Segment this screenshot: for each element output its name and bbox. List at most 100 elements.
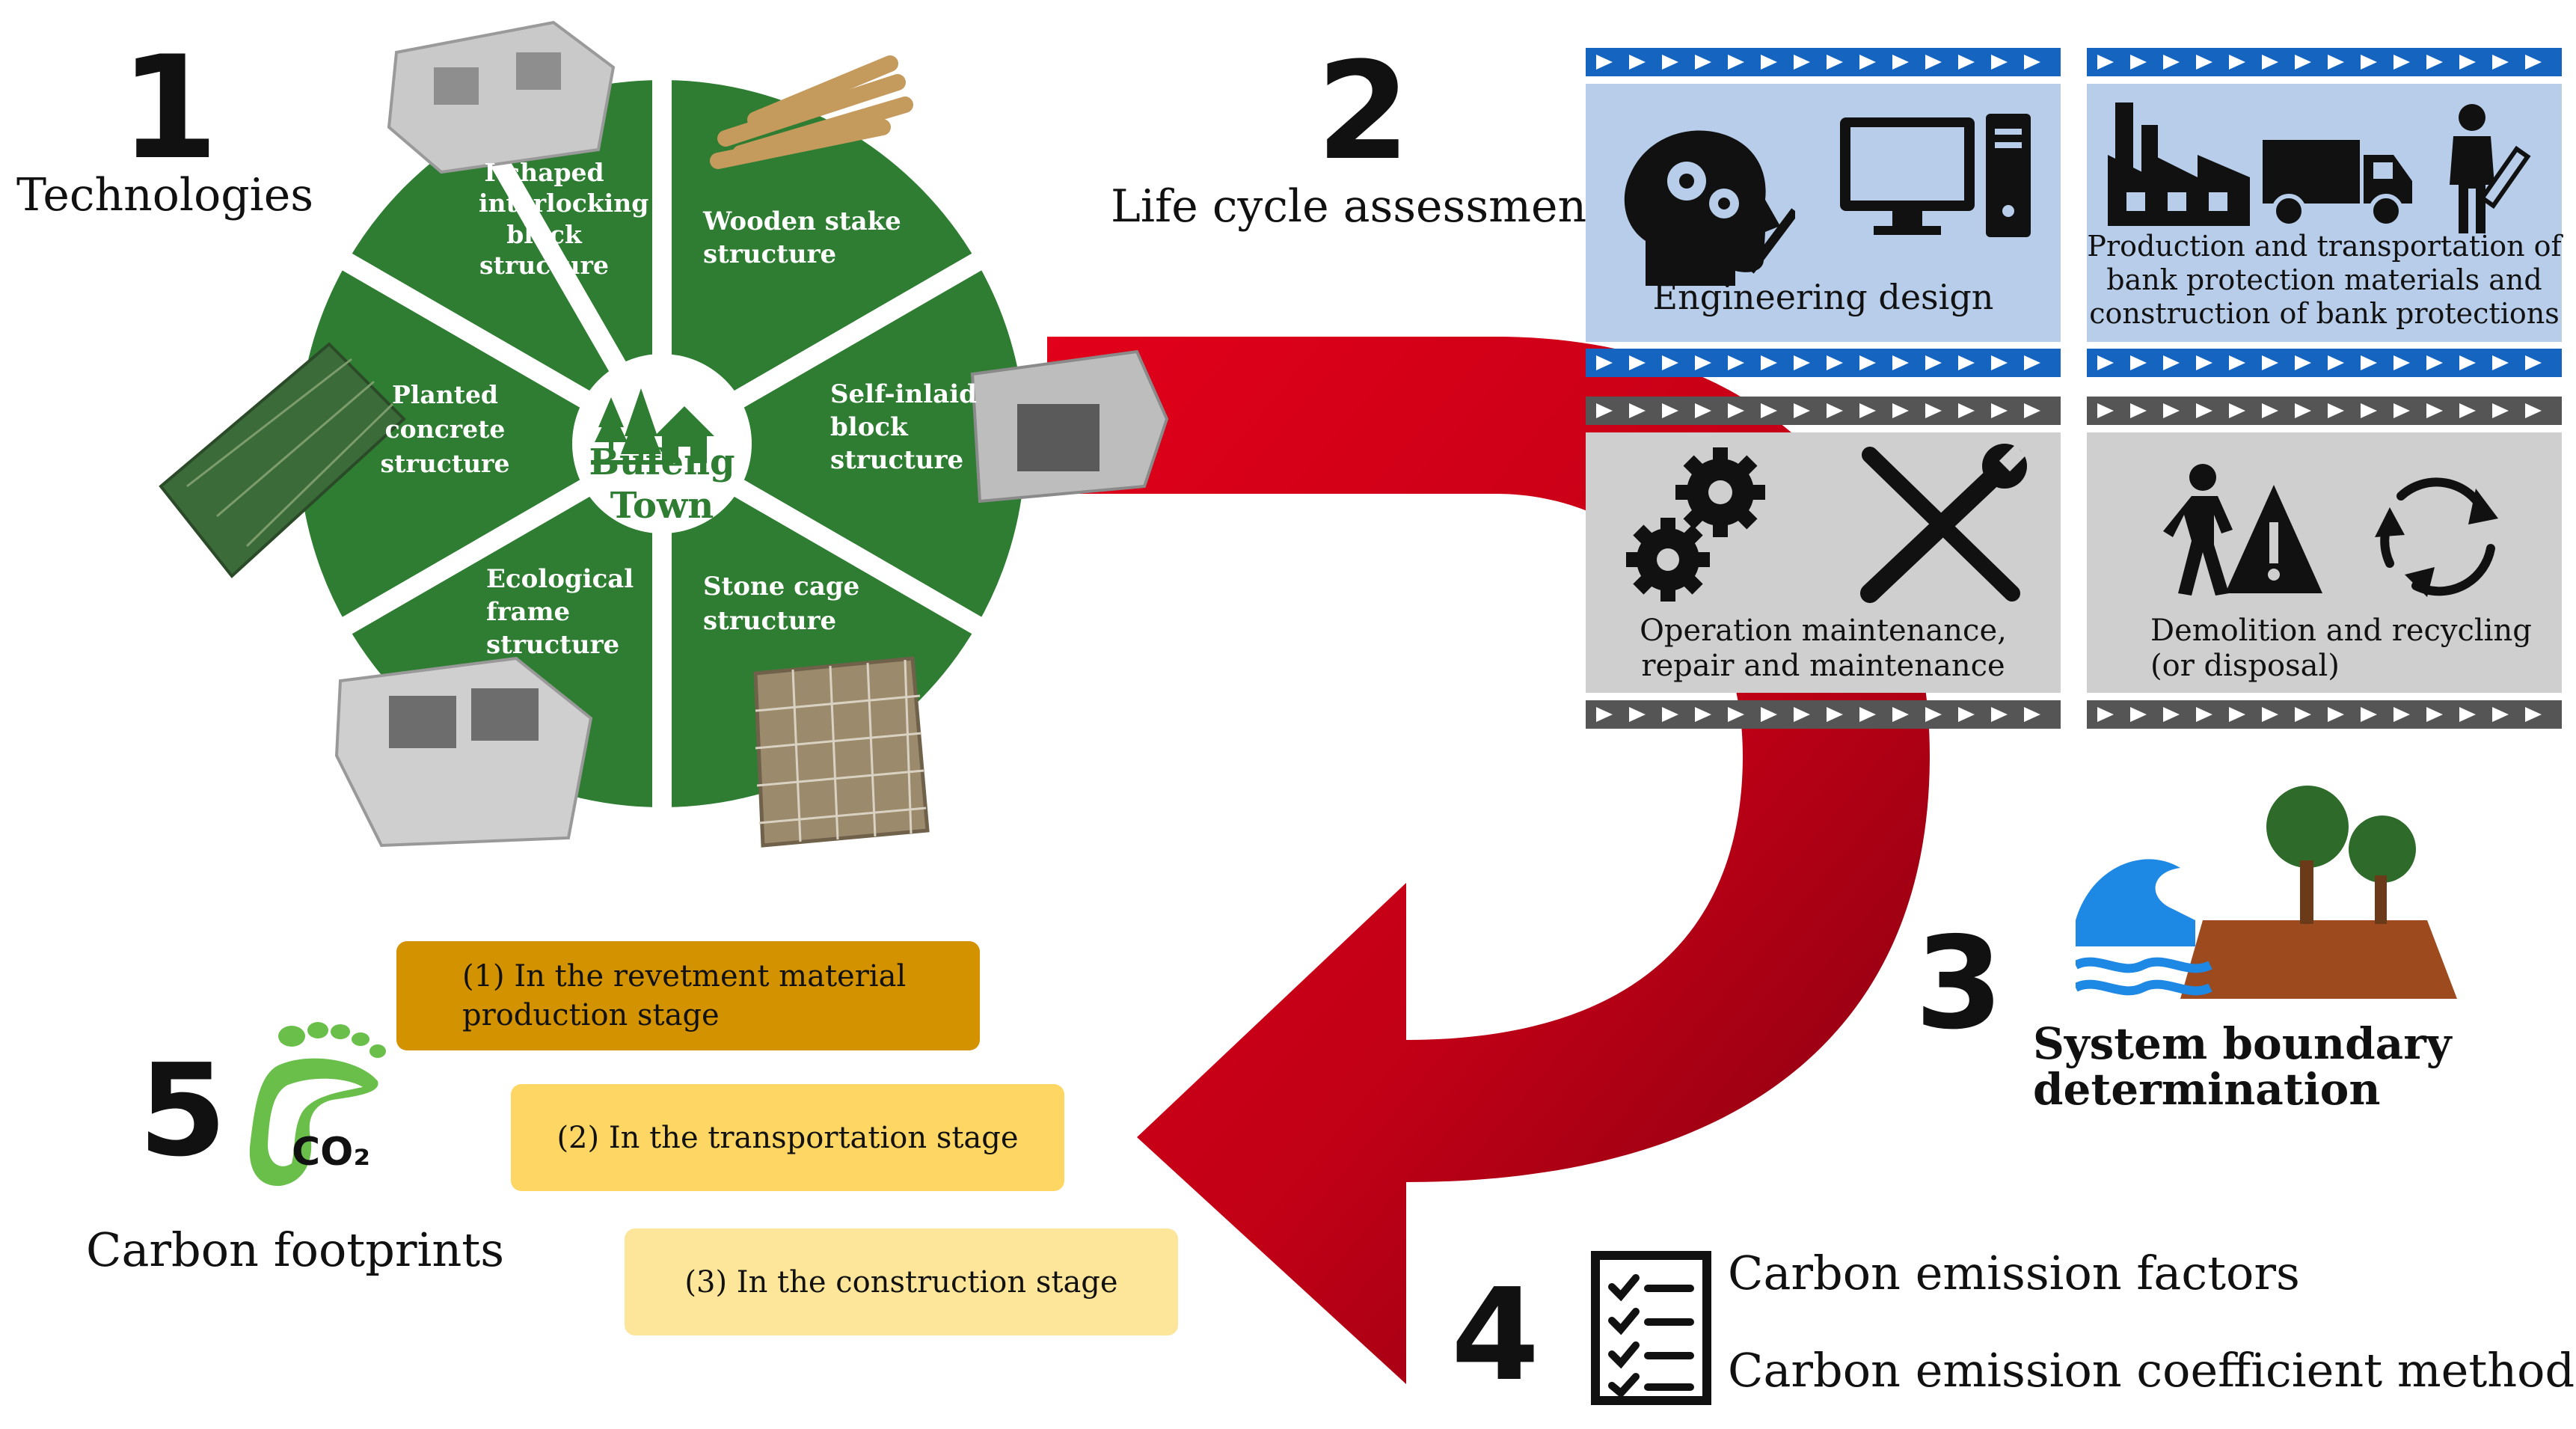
stripe-arrow-mark — [2328, 403, 2344, 418]
segment-label-line: interlocking — [479, 189, 649, 218]
stripe-mid-blue-left — [1586, 349, 2061, 377]
stripe-arrow-mark — [2393, 55, 2410, 70]
stripe-arrow-mark — [2229, 55, 2245, 70]
engineering-design-label: Engineering design — [1652, 277, 1994, 317]
stripe-arrow-mark — [1794, 55, 1810, 70]
recycle-icon — [2375, 477, 2498, 597]
stripe-arrow-mark — [2361, 403, 2377, 418]
stripe-arrow-mark — [1629, 355, 1646, 370]
stripe-arrow-mark — [2459, 403, 2476, 418]
stripe-arrow-mark — [2097, 707, 2114, 722]
stripe-arrow-mark — [1629, 403, 1646, 418]
gears-icon — [1626, 447, 1765, 602]
photo-i-shaped-block — [387, 20, 616, 174]
footprints-title: Carbon footprints — [86, 1223, 505, 1277]
stripe-arrow-mark — [1596, 403, 1613, 418]
stripe-arrow-mark — [2196, 707, 2212, 722]
segment-label-planted-concrete: Planted concrete structure — [378, 378, 512, 482]
stripe-arrow-mark — [1958, 355, 1975, 370]
stripe-arrow-mark — [1892, 403, 1909, 418]
stripe-arrow-mark — [1761, 707, 1777, 722]
stripe-arrow-mark — [1662, 55, 1678, 70]
stripe-arrow-mark — [2097, 55, 2114, 70]
stripe-arrow-mark — [2024, 355, 2040, 370]
emission-method-label: Carbon emission coefficient method — [1728, 1343, 2575, 1398]
stripe-arrow-mark — [1925, 707, 1942, 722]
stripe-arrow-mark — [2426, 355, 2443, 370]
stripe-arrow-mark — [2328, 707, 2344, 722]
segment-label-self-inlaid: Self-inlaid block structure — [830, 378, 980, 477]
stripe-arrow-mark — [2295, 707, 2311, 722]
stripe-arrow-mark — [2097, 403, 2114, 418]
truck-icon — [2263, 140, 2412, 228]
stripe-arrow-mark — [1728, 55, 1744, 70]
stripe-arrow-mark — [1991, 707, 2008, 722]
stripe-arrow-mark — [2393, 403, 2410, 418]
stripe-arrow-mark — [2426, 403, 2443, 418]
panel-production-transport: Production and transportation of bank pr… — [2087, 84, 2562, 342]
stripe-arrow-mark — [1662, 355, 1678, 370]
demolition-label: Demolition and recycling (or disposal) — [2087, 613, 2562, 684]
segment-label-line: structure — [380, 449, 510, 479]
stripe-arrow-mark — [1991, 55, 2008, 70]
panel-engineering-design: Engineering design — [1586, 84, 2061, 342]
operation-label-line: Operation maintenance, — [1640, 613, 2007, 648]
stage-box-construction: (3) In the construction stage — [625, 1228, 1178, 1335]
stripe-arrow-mark — [1958, 55, 1975, 70]
stripe-top-left — [1586, 48, 2061, 76]
stripe-arrow-mark — [2130, 403, 2147, 418]
segment-label-stone-cage: Stone cage structure — [703, 570, 883, 639]
stripe-arrow-mark — [1827, 707, 1843, 722]
stripe-arrow-mark — [2492, 55, 2509, 70]
stripe-arrow-mark — [2196, 403, 2212, 418]
stripe-arrow-mark — [1695, 707, 1711, 722]
segment-label-line: concrete — [384, 414, 506, 444]
stripe-arrow-mark — [1859, 707, 1876, 722]
segment-label-line: Wooden stake — [703, 206, 901, 236]
stripe-arrow-mark — [1827, 55, 1843, 70]
boundary-title-line: System boundary — [2033, 1018, 2452, 1069]
stripe-arrow-mark — [1958, 707, 1975, 722]
lca-title: Life cycle assessment — [1111, 180, 1605, 233]
stage-production-text: (1) In the revetment material production… — [462, 957, 906, 1035]
segment-label-line: structure — [486, 630, 620, 661]
segment-label-line: structure — [703, 605, 837, 636]
stripe-arrow-mark — [2459, 55, 2476, 70]
stripe-arrow-mark — [2361, 55, 2377, 70]
stripe-arrow-mark — [1728, 355, 1744, 370]
photo-self-inlaid-block — [970, 349, 1169, 504]
system-boundary-icon — [2076, 786, 2457, 999]
stripe-arrow-mark — [2229, 403, 2245, 418]
photo-wooden-stakes — [710, 55, 913, 169]
boundary-title-line: determination — [2033, 1063, 2381, 1115]
stripe-arrow-mark — [2196, 55, 2212, 70]
stripe-arrow-mark — [1794, 707, 1810, 722]
stripe-arrow-mark — [2163, 55, 2180, 70]
stripe-arrow-mark — [2229, 355, 2245, 370]
stripe-arrow-mark — [1991, 403, 2008, 418]
stripe-arrow-mark — [1794, 403, 1810, 418]
stripe-arrow-mark — [2492, 707, 2509, 722]
stripe-arrow-mark — [2525, 55, 2542, 70]
co2-text: CO₂ — [292, 1130, 370, 1175]
stripe-mid-gray-left — [1586, 397, 2061, 425]
stripe-arrow-mark — [2163, 403, 2180, 418]
wheel-center-label: Bufeng Town — [572, 441, 752, 527]
segment-label-line: Self-inlaid — [830, 379, 977, 409]
segment-label-i-shaped: I-shaped interlocking block structure — [479, 157, 649, 281]
step-number-2: 2 — [1316, 34, 1411, 190]
demolition-label-line: Demolition and recycling — [2150, 613, 2532, 648]
stripe-arrow-mark — [1662, 707, 1678, 722]
stripe-arrow-mark — [1629, 55, 1646, 70]
stripe-arrow-mark — [2361, 707, 2377, 722]
stripe-arrow-mark — [2525, 403, 2542, 418]
stripe-arrow-mark — [2328, 355, 2344, 370]
step-number-5: 5 — [138, 1037, 227, 1185]
stripe-arrow-mark — [2130, 707, 2147, 722]
stripe-arrow-mark — [1695, 55, 1711, 70]
stripe-arrow-mark — [2097, 355, 2114, 370]
segment-label-ecological-frame: Ecological frame structure — [486, 563, 651, 662]
stripe-arrow-mark — [1991, 355, 2008, 370]
segment-label-line: Ecological — [486, 564, 634, 594]
